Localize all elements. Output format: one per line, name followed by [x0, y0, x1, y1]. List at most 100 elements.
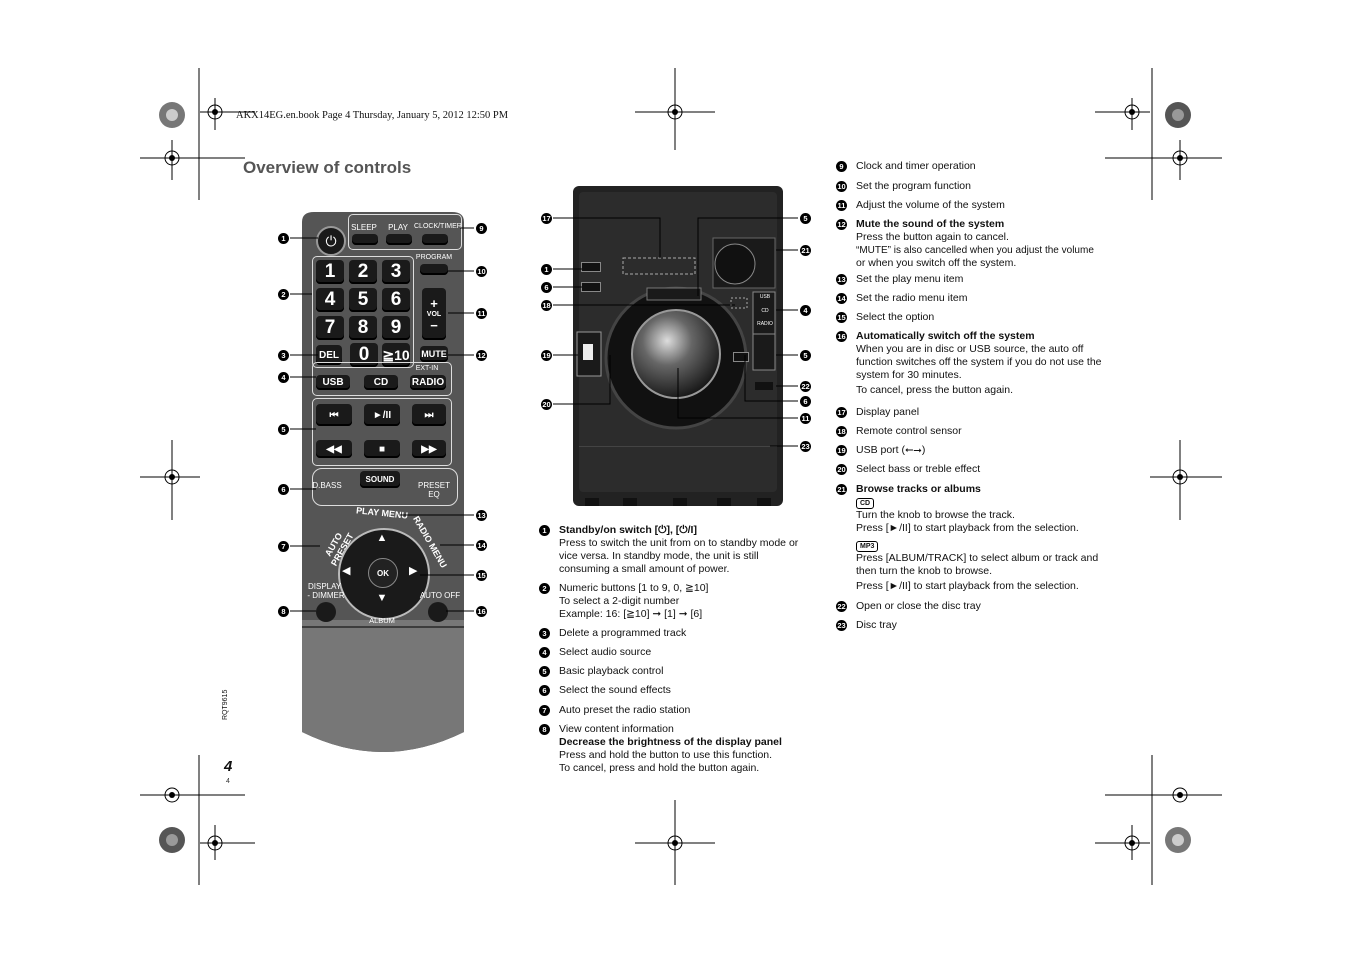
callout-14: 14	[476, 540, 487, 551]
arrow-right-icon[interactable]: ▶	[409, 565, 418, 577]
item-17-title: Display panel	[856, 406, 920, 418]
callout-22: 22	[800, 381, 811, 392]
item-5-title: Basic playback control	[559, 665, 664, 677]
power-button[interactable]: ⏻	[316, 226, 346, 256]
callout-15: 15	[476, 570, 487, 581]
item-8-line: To cancel, press and hold the button aga…	[559, 762, 760, 774]
digit-4-button[interactable]: 4	[316, 288, 344, 312]
program-button[interactable]	[420, 264, 448, 275]
callout-10: 10	[476, 266, 487, 277]
callout-3: 3	[278, 350, 289, 361]
item-12-title: Mute the sound of the system	[856, 218, 1005, 230]
item-5-number: 5	[539, 666, 550, 677]
unit-standby-button[interactable]	[581, 262, 601, 272]
usb-button[interactable]: USB	[316, 375, 350, 390]
delete-button[interactable]: DEL	[316, 345, 342, 365]
callout-7: 7	[278, 541, 289, 552]
item-18-number: 18	[836, 426, 847, 437]
play-timer-label: PLAY	[388, 223, 408, 232]
item-19-title: USB port (⭠⭢)	[856, 444, 926, 456]
ok-button[interactable]: OK	[368, 558, 398, 588]
stop-button[interactable]: ■	[364, 440, 400, 458]
digit-0-button[interactable]: 0	[350, 343, 378, 367]
mute-button[interactable]: MUTE	[420, 346, 448, 362]
item-11-title: Adjust the volume of the system	[856, 199, 1005, 211]
callout-6-unit: 6	[541, 282, 552, 293]
callout-5: 5	[278, 424, 289, 435]
preset-eq-label: PRESET EQ	[417, 481, 450, 499]
previous-button[interactable]: ⏮	[316, 404, 352, 426]
item-21-line: Press [►/II] to start playback from the …	[856, 522, 1079, 534]
item-12-line: or when you switch off the system.	[856, 257, 1017, 269]
arrow-left-icon[interactable]: ◀	[342, 565, 351, 577]
item-12-line: “MUTE” is also cancelled when you adjust…	[856, 245, 1094, 256]
unit-radio-label: RADIO	[757, 321, 773, 327]
item-23-number: 23	[836, 620, 847, 631]
digit-6-button[interactable]: 6	[382, 288, 410, 312]
ten-plus-button[interactable]: ≧10	[382, 343, 410, 367]
digit-5-button[interactable]: 5	[349, 288, 377, 312]
digit-8-button[interactable]: 8	[349, 316, 377, 340]
minus-icon: −	[430, 317, 438, 333]
callout-8: 8	[278, 606, 289, 617]
item-16-line: When you are in disc or USB source, the …	[856, 343, 1084, 355]
item-1-title: Standby/on switch [⏻], [⏻/I]	[559, 524, 697, 536]
unit-usb-label: USB	[759, 294, 771, 300]
callout-9: 9	[476, 223, 487, 234]
callout-23: 23	[800, 441, 811, 452]
play-pause-button[interactable]: ►/II	[364, 404, 400, 426]
auto-off-label: AUTO OFF	[419, 591, 461, 600]
ext-in-label: EXT-IN	[415, 365, 439, 372]
unit-open-close-button[interactable]	[755, 382, 773, 390]
item-16-line: system for 30 minutes.	[856, 369, 962, 381]
file-info-header: AKX14EG.en.book Page 4 Thursday, January…	[236, 110, 509, 121]
item-9-title: Clock and timer operation	[856, 160, 976, 172]
next-button[interactable]: ⏭	[412, 404, 446, 426]
item-2-title: Numeric buttons [1 to 9, 0, ≧10]	[559, 582, 709, 594]
item-3-number: 3	[539, 628, 550, 639]
item-2-number: 2	[539, 583, 550, 594]
play-pause-icon: ►/II	[372, 409, 392, 421]
clock-timer-label: CLOCK/TIMER	[414, 223, 462, 230]
item-16-title: Automatically switch off the system	[856, 330, 1035, 342]
digit-1-button[interactable]: 1	[316, 260, 344, 284]
display-button[interactable]	[316, 602, 336, 622]
digit-3-button[interactable]: 3	[382, 260, 410, 284]
program-label: PROGRAM	[415, 254, 453, 261]
play-timer-button[interactable]	[386, 234, 412, 245]
item-15-number: 15	[836, 312, 847, 323]
digit-7-button[interactable]: 7	[316, 316, 344, 340]
item-7-number: 7	[539, 705, 550, 716]
digit-2-button[interactable]: 2	[349, 260, 377, 284]
digit-9-button[interactable]: 9	[382, 316, 410, 340]
arrow-down-icon[interactable]: ▼	[376, 592, 388, 604]
clock-timer-button[interactable]	[422, 234, 448, 245]
arrow-up-icon[interactable]: ▲	[376, 532, 388, 544]
callout-6: 6	[278, 484, 289, 495]
item-8-line: Press and hold the button to use this fu…	[559, 749, 773, 761]
direction-pad[interactable]	[338, 528, 430, 620]
fast-forward-button[interactable]: ▶▶	[412, 440, 446, 458]
volume-label: VOL	[426, 310, 442, 318]
item-1-line: consuming a small amount of power.	[559, 563, 730, 575]
item-15-title: Select the option	[856, 311, 935, 323]
item-21-line: Press [ALBUM/TRACK] to select album or t…	[856, 552, 1099, 564]
item-17-number: 17	[836, 407, 847, 418]
auto-off-button[interactable]	[428, 602, 448, 622]
item-2-line: Example: 16: [≧10] ➞ [1] ➞ [6]	[559, 608, 703, 620]
sound-button[interactable]: SOUND	[360, 471, 400, 488]
item-21-number: 21	[836, 484, 847, 495]
item-14-title: Set the radio menu item	[856, 292, 968, 304]
volume-rocker[interactable]: + VOL −	[422, 288, 446, 340]
unit-dbass-button[interactable]	[733, 352, 749, 362]
cd-button[interactable]: CD	[364, 375, 398, 390]
sleep-button[interactable]	[352, 234, 378, 245]
callout-18: 18	[541, 300, 552, 311]
callout-2: 2	[278, 289, 289, 300]
item-22-title: Open or close the disc tray	[856, 600, 981, 612]
rewind-button[interactable]: ◀◀	[316, 440, 352, 458]
mp3-badge: MP3	[856, 541, 879, 552]
radio-button[interactable]: RADIO	[410, 375, 446, 390]
callout-11-unit: 11	[800, 413, 811, 424]
